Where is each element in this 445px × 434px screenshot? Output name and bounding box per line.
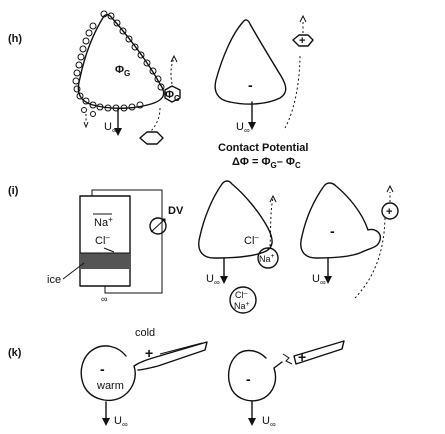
warm-label: warm <box>96 380 124 392</box>
velocity-arrowhead-i1 <box>220 276 228 284</box>
panel-i: (i) Na+ Cl– ice DV ∞ Cl– Na+ U∞ Cl– Na+ <box>8 180 399 314</box>
plus-sign-k2: + <box>298 349 306 365</box>
velocity-arrowhead-h1 <box>114 128 122 136</box>
velocity-arrowhead-k2 <box>248 418 256 426</box>
crystal-trajectory-h2 <box>284 54 301 129</box>
dv-label: DV <box>168 205 184 217</box>
breakoff-edge <box>273 361 283 369</box>
voltmeter-needle-tip <box>162 218 166 222</box>
plus-sign-h: + <box>299 35 305 47</box>
detached-ion-pair <box>229 286 257 314</box>
velocity-arrowhead-i2 <box>324 276 332 284</box>
graupel-particle-i2 <box>300 182 382 259</box>
graupel-particle-h2 <box>214 19 287 105</box>
voltmeter <box>149 217 167 235</box>
graupel-particle-i1 <box>198 180 273 259</box>
velocity-label-i1: U∞ <box>206 273 220 287</box>
na-ion-on-surface: Na+ <box>259 253 275 264</box>
velocity-label-h2: U∞ <box>236 121 250 135</box>
fracture-spark <box>282 353 293 365</box>
riming-droplets <box>72 10 165 112</box>
detached-na: Na+ <box>234 301 250 311</box>
external-circuit <box>91 189 163 294</box>
ion-up-arrow-i <box>386 184 394 193</box>
velocity-arrowhead-k1 <box>102 418 110 426</box>
ice-crystal-contact <box>164 85 181 103</box>
crystal-trajectory-h1 <box>170 57 175 85</box>
velocity-label-k2: U∞ <box>262 415 276 429</box>
plus-sign-i: + <box>386 206 392 218</box>
phi-c-label: ΦC <box>165 89 180 103</box>
panel-h-label: (h) <box>8 33 22 45</box>
minus-sign-k2: - <box>246 371 251 387</box>
cl-ion-on-surface: Cl– <box>244 233 259 247</box>
ion-trajectory-i2 <box>354 217 386 299</box>
velocity-label-k1: U∞ <box>114 415 128 429</box>
cl-pointer <box>103 247 115 253</box>
velocity-label-i2: U∞ <box>312 273 326 287</box>
positive-crystal-h <box>292 34 314 47</box>
panel-k-label: (k) <box>8 347 22 359</box>
minus-sign-k1: - <box>100 361 105 377</box>
particle-after-breakoff <box>227 349 277 402</box>
na-ion-label: Na+ <box>94 215 113 229</box>
splinter-inner-line <box>159 342 203 355</box>
contact-potential-title: Contact Potential <box>218 142 308 154</box>
panel-i-label: (i) <box>8 185 19 197</box>
crystal-incoming-path <box>149 107 161 133</box>
ice-label: ice <box>47 274 61 286</box>
voltmeter-needle <box>150 218 166 233</box>
plus-sign-k1: + <box>145 345 153 361</box>
trajectory-arrow-h1 <box>170 54 178 63</box>
detached-cl: Cl– <box>235 290 248 300</box>
panel-k: (k) cold + - warm U∞ + - U∞ <box>8 327 345 429</box>
contact-potential-formula: ΔΦ = ΦG– ΦC <box>232 156 301 170</box>
minus-sign-i2: - <box>330 223 335 239</box>
falling-droplet <box>90 111 96 117</box>
minus-sign-h2: - <box>248 77 253 93</box>
droplet-arrow <box>83 121 89 129</box>
cold-label: cold <box>135 327 155 339</box>
ejected-splinter <box>293 340 345 365</box>
positive-ion-i <box>381 202 399 220</box>
infinity-label: ∞ <box>101 294 107 304</box>
panel-h: (h) <box>8 10 314 170</box>
ice-crystal-incoming <box>139 131 164 145</box>
ice-layer <box>81 253 129 269</box>
warm-particle <box>80 341 208 402</box>
cl-ion-label: Cl– <box>95 233 110 247</box>
graupel-particle-h1 <box>77 14 165 109</box>
ice-pointer <box>62 262 85 280</box>
falling-droplet <box>81 107 87 113</box>
ion-trajectory-arrow-i1 <box>269 194 277 203</box>
phi-g-label: ΦG <box>115 64 130 78</box>
velocity-arrowhead-h2 <box>248 122 256 130</box>
na-ion-bubble <box>257 247 279 269</box>
velocity-label-h1: U∞ <box>104 121 118 135</box>
crystal-up-arrow-h <box>299 14 307 23</box>
